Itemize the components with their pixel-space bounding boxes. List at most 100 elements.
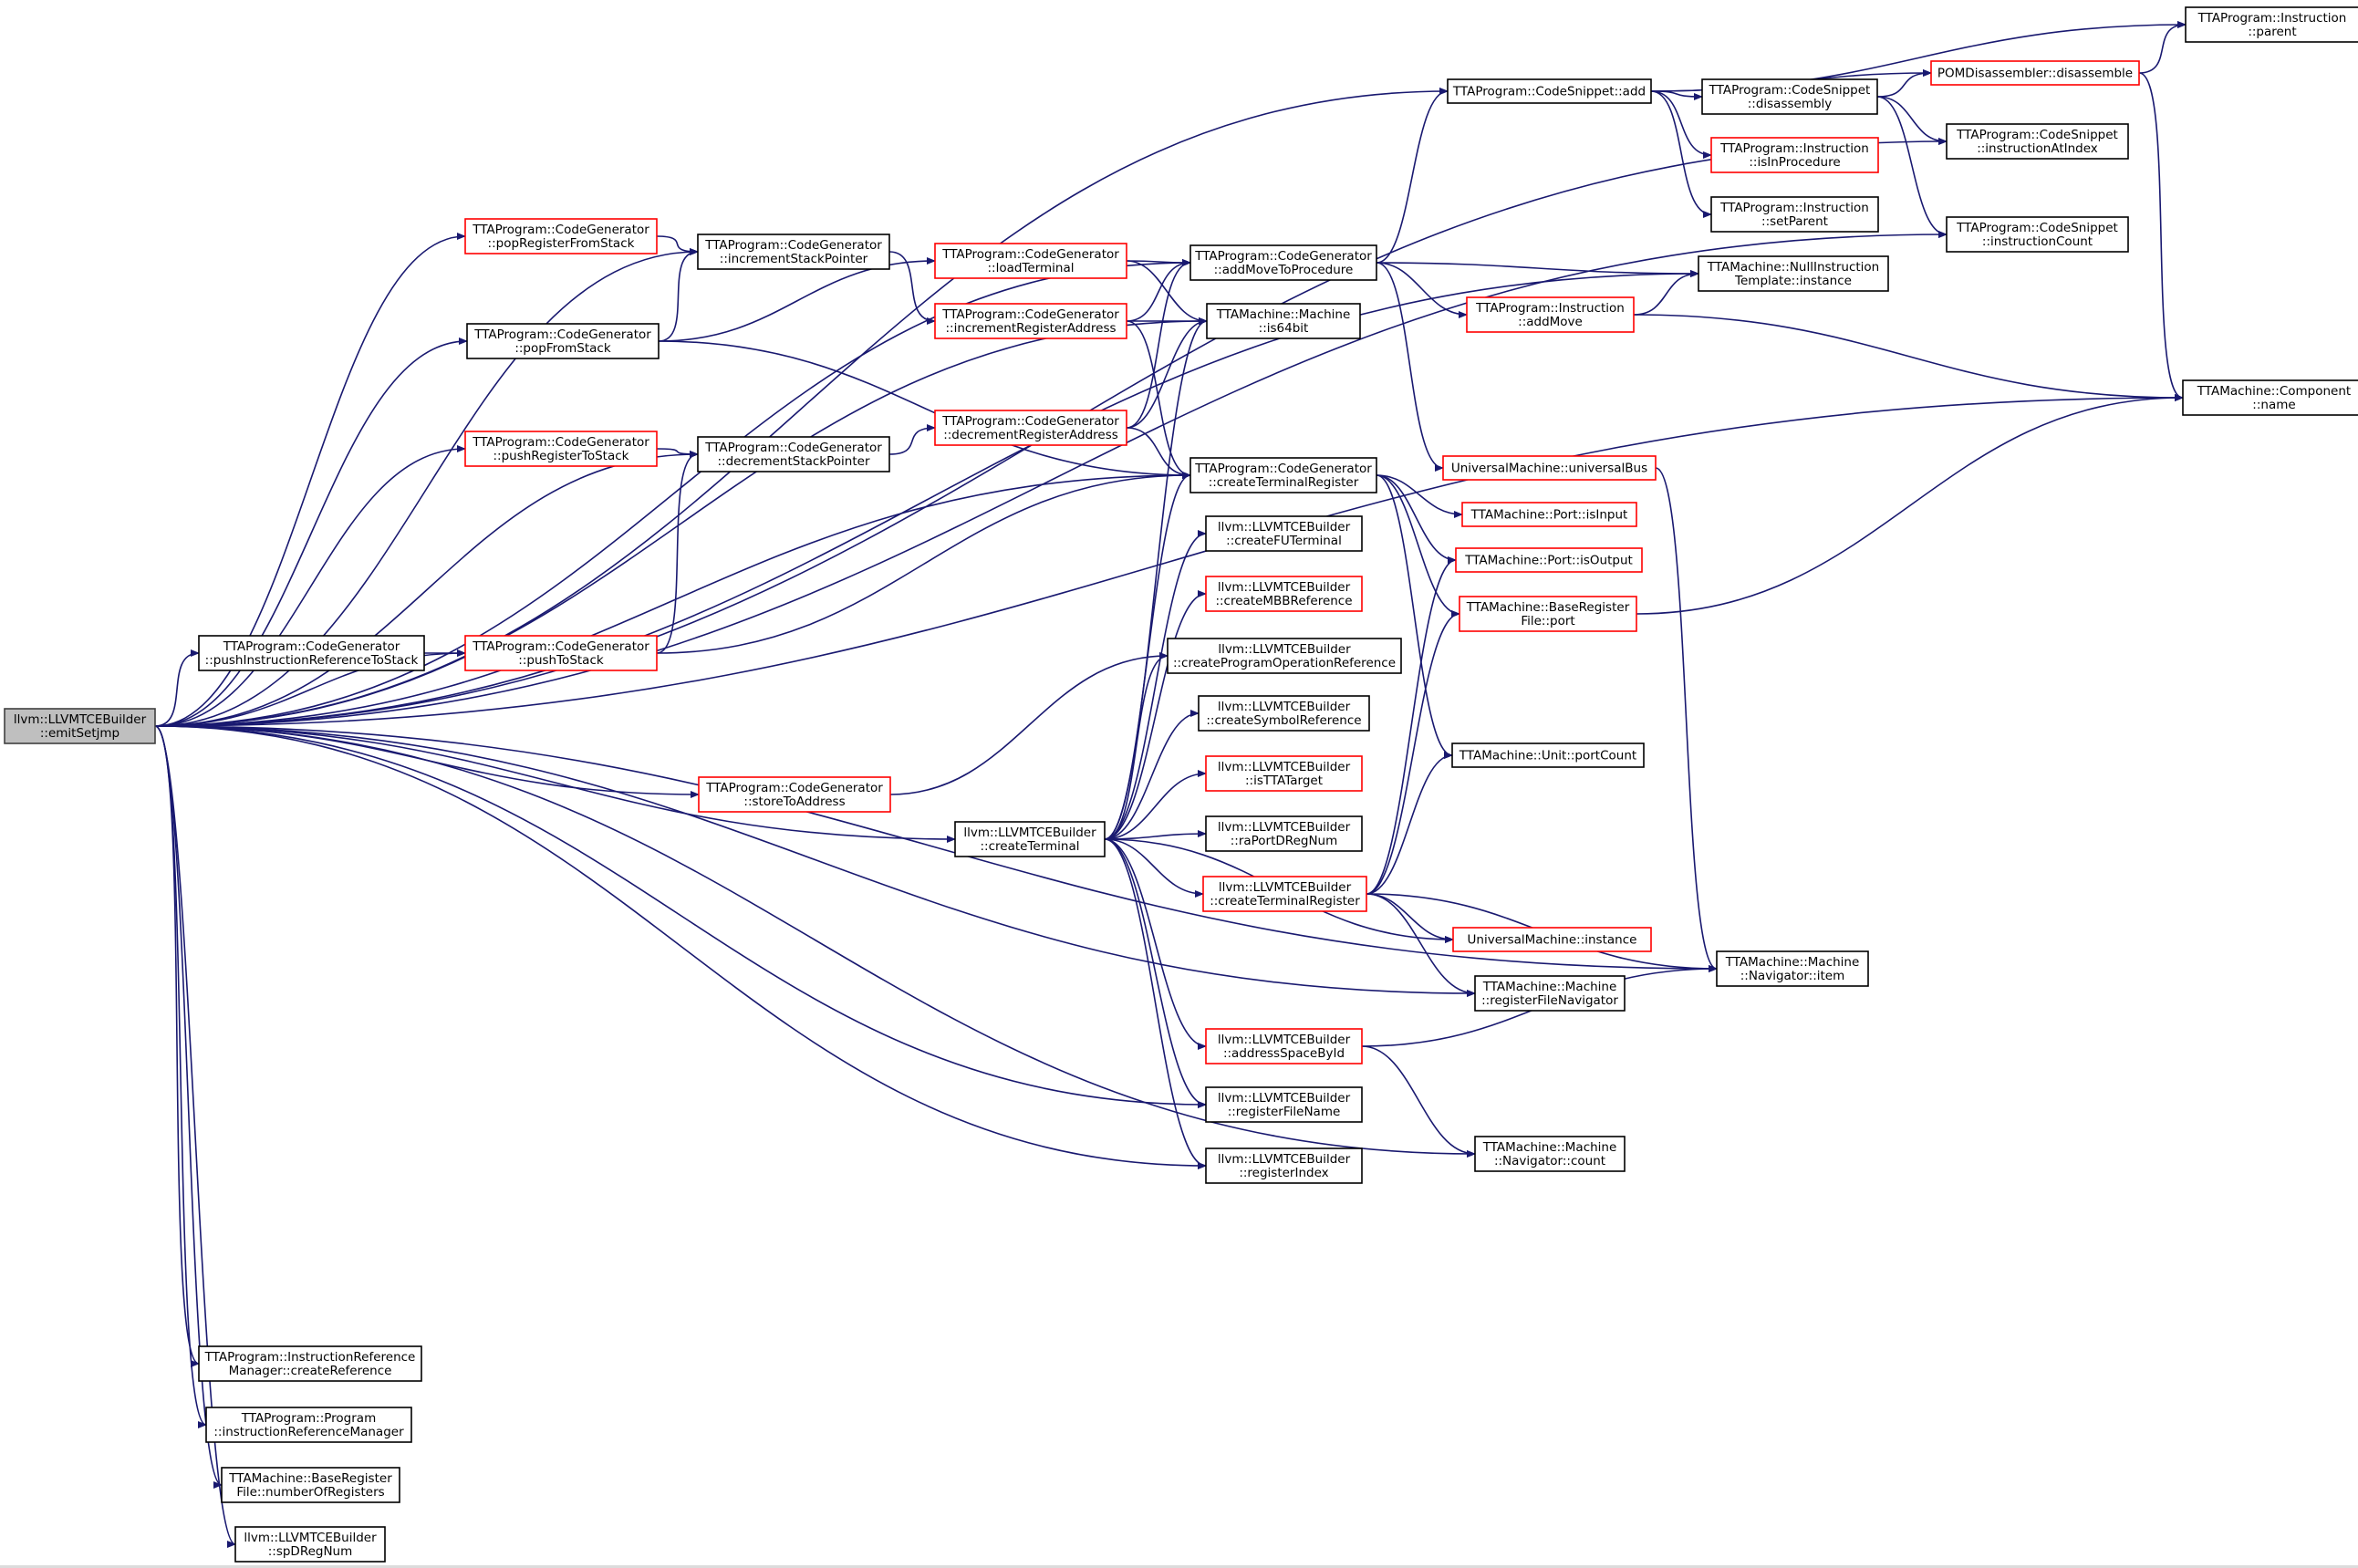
edge-address-space-by-id-to-nav-count [1361, 1045, 1476, 1158]
edge-universal-bus-to-nav-item [1655, 467, 1718, 972]
node-box [954, 821, 1106, 857]
graph-node-create-terminal-register-lb[interactable]: llvm::LLVMTCEBuilder::createTerminalRegi… [1202, 876, 1367, 912]
graph-node-cs-disassembly[interactable]: TTAProgram::CodeSnippet::disassembly [1701, 78, 1878, 115]
node-label-line: TTAProgram::CodeGenerator [472, 639, 649, 654]
graph-node-sp-dreg-num[interactable]: llvm::LLVMTCEBuilder::spDRegNum [234, 1526, 386, 1563]
graph-node-push-reg-to-stack[interactable]: TTAProgram::CodeGenerator::pushRegisterT… [464, 431, 658, 467]
graph-node-component-name[interactable]: TTAMachine::Component::name [2182, 379, 2358, 416]
edge-root-to-push-instr-ref-to-stack [154, 649, 200, 727]
edge-add-move-to-proc-to-instr-addmove [1376, 262, 1468, 318]
graph-node-register-index[interactable]: llvm::LLVMTCEBuilder::registerIndex [1205, 1147, 1363, 1184]
edge-dec-reg-addr-to-create-terminal-register-cg [1126, 427, 1191, 479]
node-label-line: Template::instance [1734, 274, 1852, 288]
node-label-line: TTAProgram::CodeSnippet::add [1452, 85, 1646, 99]
node-label-line: llvm::LLVMTCEBuilder [1218, 520, 1351, 535]
edge-root-to-inc-stack-ptr [154, 248, 699, 727]
node-label-line: TTAProgram::Instruction [1719, 141, 1869, 156]
edge-root-to-irm-create-ref [154, 725, 200, 1367]
edge-cs-add-to-instr-setparent [1650, 90, 1712, 218]
graph-node-pop-from-stack[interactable]: TTAProgram::CodeGenerator::popFromStack [466, 323, 660, 359]
node-label-line: TTAProgram::CodeGenerator [941, 247, 1119, 262]
edge-cs-add-to-cs-disassembly [1650, 90, 1703, 100]
graph-node-inc-reg-addr[interactable]: TTAProgram::CodeGenerator::incrementRegi… [934, 303, 1127, 339]
graph-node-unit-portcount[interactable]: TTAMachine::Unit::portCount [1451, 742, 1645, 768]
graph-node-port-isinput[interactable]: TTAMachine::Port::isInput [1461, 502, 1637, 527]
node-box [1205, 1028, 1363, 1064]
node-box [1946, 216, 2129, 253]
graph-node-instr-isinproc[interactable]: TTAProgram::Instruction::isInProcedure [1710, 137, 1879, 173]
node-label-line: TTAProgram::Program [241, 1411, 376, 1426]
graph-node-universal-bus[interactable]: UniversalMachine::universalBus [1442, 455, 1657, 481]
edge-pom-disassemble-to-instr-parent [2138, 21, 2187, 74]
graph-node-create-prog-op-ref[interactable]: llvm::LLVMTCEBuilder::createProgramOpera… [1167, 638, 1402, 674]
node-label-line: TTAProgram::Instruction [2197, 11, 2347, 26]
node-box [1206, 303, 1361, 339]
node-box [1698, 255, 1889, 292]
graph-node-address-space-by-id[interactable]: llvm::LLVMTCEBuilder::addressSpaceById [1205, 1028, 1363, 1064]
edge-create-terminal-to-create-prog-op-ref [1104, 652, 1169, 840]
node-label-line: TTAMachine::NullInstruction [1707, 260, 1879, 275]
graph-node-pom-disassemble[interactable]: POMDisassembler::disassemble [1930, 60, 2140, 86]
edge-push-reg-to-stack-to-dec-stack-ptr [656, 448, 699, 458]
edge-create-terminal-register-cg-to-unit-portcount [1376, 474, 1453, 759]
node-box [2185, 6, 2358, 43]
graph-node-create-fu-terminal[interactable]: llvm::LLVMTCEBuilder::createFUTerminal [1205, 515, 1363, 552]
graph-node-push-to-stack[interactable]: TTAProgram::CodeGenerator::pushToStack [464, 635, 658, 671]
node-box [1930, 60, 2140, 86]
graph-node-reg-file-nav[interactable]: TTAMachine::Machine::registerFileNavigat… [1474, 975, 1626, 1012]
graph-node-ra-port-dreg-num[interactable]: llvm::LLVMTCEBuilder::raPortDRegNum [1205, 815, 1363, 852]
graph-node-machine-is64bit[interactable]: TTAMachine::Machine::is64bit [1206, 303, 1361, 339]
graph-node-instr-addmove[interactable]: TTAProgram::Instruction::addMove [1466, 296, 1635, 333]
graph-node-create-mbb-ref[interactable]: llvm::LLVMTCEBuilder::createMBBReference [1205, 576, 1363, 612]
node-label-line: ::createProgramOperationReference [1173, 656, 1396, 670]
graph-node-instr-parent[interactable]: TTAProgram::Instruction::parent [2185, 6, 2358, 43]
graph-node-create-terminal[interactable]: llvm::LLVMTCEBuilder::createTerminal [954, 821, 1106, 857]
graph-node-port-isoutput[interactable]: TTAMachine::Port::isOutput [1455, 547, 1643, 573]
edge-create-terminal-register-lb-to-brf-port [1366, 610, 1460, 895]
graph-node-push-instr-ref-to-stack[interactable]: TTAProgram::CodeGenerator::pushInstructi… [198, 635, 425, 671]
graph-node-null-instr-template[interactable]: TTAMachine::NullInstructionTemplate::ins… [1698, 255, 1889, 292]
graph-node-cs-instr-count[interactable]: TTAProgram::CodeSnippet::instructionCoun… [1946, 216, 2129, 253]
edge-pop-reg-from-stack-to-inc-stack-ptr [656, 235, 699, 255]
graph-node-inc-stack-ptr[interactable]: TTAProgram::CodeGenerator::incrementStac… [697, 234, 890, 270]
edge-cs-disassembly-to-cs-instr-count [1876, 96, 1948, 238]
edge-create-terminal-register-lb-to-reg-file-nav [1366, 893, 1476, 997]
graph-node-nav-count[interactable]: TTAMachine::Machine::Navigator::count [1474, 1136, 1626, 1172]
graph-node-brf-num-regs[interactable]: TTAMachine::BaseRegisterFile::numberOfRe… [221, 1467, 400, 1503]
graph-node-program-irm[interactable]: TTAProgram::Program::instructionReferenc… [205, 1407, 412, 1443]
graph-node-cs-instr-at-index[interactable]: TTAProgram::CodeSnippet::instructionAtIn… [1946, 123, 2129, 160]
graph-node-nav-item[interactable]: TTAMachine::Machine::Navigator::item [1716, 950, 1869, 987]
graph-node-create-symbol-ref[interactable]: llvm::LLVMTCEBuilder::createSymbolRefere… [1198, 695, 1370, 732]
graph-node-add-move-to-proc[interactable]: TTAProgram::CodeGenerator::addMoveToProc… [1189, 244, 1377, 281]
graph-node-register-file-name[interactable]: llvm::LLVMTCEBuilder::registerFileName [1205, 1086, 1363, 1123]
node-box [1205, 576, 1363, 612]
graph-node-is-tta-target[interactable]: llvm::LLVMTCEBuilder::isTTATarget [1205, 755, 1363, 792]
graph-node-pop-reg-from-stack[interactable]: TTAProgram::CodeGenerator::popRegisterFr… [464, 218, 658, 254]
graph-node-create-terminal-register-cg[interactable]: TTAProgram::CodeGenerator::createTermina… [1189, 457, 1377, 493]
node-box [1946, 123, 2129, 160]
edge-root-to-pop-reg-from-stack [154, 233, 466, 727]
graph-node-cs-add[interactable]: TTAProgram::CodeSnippet::add [1447, 78, 1652, 104]
graph-node-irm-create-ref[interactable]: TTAProgram::InstructionReferenceManager:… [198, 1345, 422, 1382]
node-label-line: ::createSymbolReference [1206, 713, 1361, 728]
node-label-line: TTAMachine::Component [2197, 384, 2351, 399]
node-label-line: ::spDRegNum [268, 1544, 353, 1559]
node-label-line: TTAMachine::Unit::portCount [1459, 749, 1636, 763]
edge-pop-from-stack-to-load-terminal [658, 257, 936, 342]
node-box [1205, 1086, 1363, 1123]
node-label-line: ::parent [2248, 25, 2296, 39]
graph-node-store-to-address[interactable]: TTAProgram::CodeGenerator::storeToAddres… [698, 776, 891, 813]
graph-node-um-instance[interactable]: UniversalMachine::instance [1452, 927, 1652, 952]
edge-root-to-pop-from-stack [154, 337, 468, 727]
graph-node-instr-setparent[interactable]: TTAProgram::Instruction::setParent [1710, 196, 1879, 233]
node-box [1205, 515, 1363, 552]
edge-create-terminal-register-lb-to-unit-portcount [1366, 752, 1453, 895]
node-label-line: TTAMachine::BaseRegister [228, 1471, 392, 1486]
graph-node-dec-stack-ptr[interactable]: TTAProgram::CodeGenerator::decrementStac… [697, 436, 890, 472]
graph-node-load-terminal[interactable]: TTAProgram::CodeGenerator::loadTerminal [934, 243, 1127, 279]
graph-node-dec-reg-addr[interactable]: TTAProgram::CodeGenerator::decrementRegi… [934, 410, 1127, 446]
graph-node-root[interactable]: llvm::LLVMTCEBuilder::emitSetjmp [4, 708, 156, 744]
node-label-line: llvm::LLVMTCEBuilder [1218, 1152, 1351, 1167]
edge-push-to-stack-to-create-terminal-register-cg [656, 472, 1191, 654]
